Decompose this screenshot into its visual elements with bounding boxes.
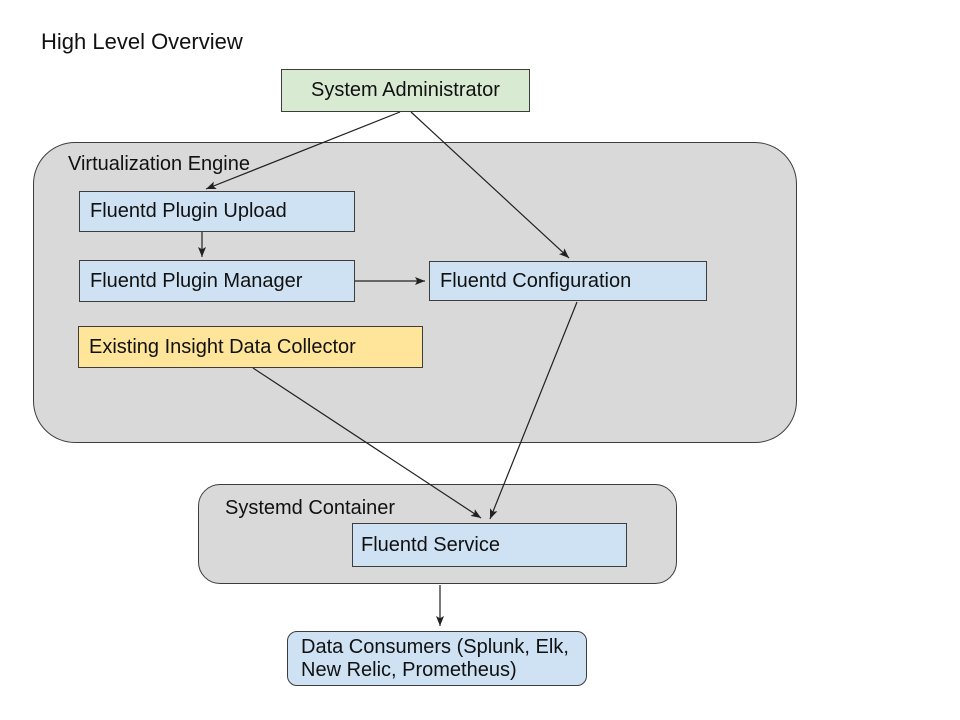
node-label-line-1: Data Consumers (Splunk, Elk, <box>301 635 569 658</box>
node-system-administrator: System Administrator <box>281 69 530 112</box>
virtualization-engine-label: Virtualization Engine <box>68 153 250 175</box>
node-data-consumers: Data Consumers (Splunk, Elk, New Relic, … <box>287 631 587 686</box>
node-fluentd-configuration: Fluentd Configuration <box>429 261 707 301</box>
node-label: Fluentd Plugin Upload <box>90 200 287 222</box>
systemd-container-label: Systemd Container <box>225 497 396 519</box>
node-fluentd-service: Fluentd Service <box>352 523 627 567</box>
node-label: Fluentd Configuration <box>440 269 632 292</box>
node-label: System Administrator <box>311 79 500 101</box>
node-label-line-2: New Relic, Prometheus) <box>301 658 517 681</box>
node-fluentd-plugin-upload: Fluentd Plugin Upload <box>79 191 355 232</box>
node-label: Existing Insight Data Collector <box>89 335 356 358</box>
node-existing-insight-data-collector: Existing Insight Data Collector <box>78 326 423 368</box>
node-label: Fluentd Plugin Manager <box>90 269 303 292</box>
page-title: High Level Overview <box>41 29 243 54</box>
node-fluentd-plugin-manager: Fluentd Plugin Manager <box>79 260 355 302</box>
node-label: Fluentd Service <box>361 533 500 556</box>
